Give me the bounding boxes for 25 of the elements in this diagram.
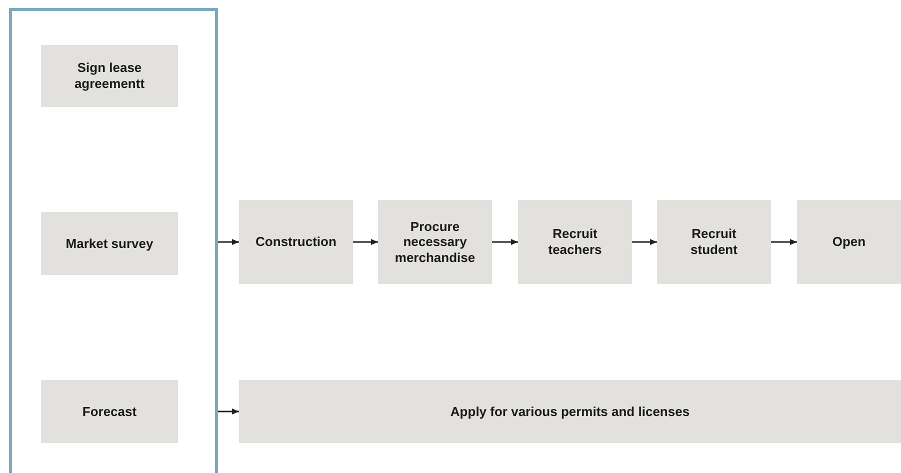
process-box (41, 212, 178, 275)
arrow (218, 239, 239, 245)
box-label: Market survey (64, 236, 154, 252)
box-label: Procure necessary merchandise (394, 218, 476, 266)
group-panel (9, 8, 218, 473)
process-box (378, 200, 492, 284)
box-label: Construction (254, 234, 338, 250)
arrow (353, 239, 378, 245)
process-box (41, 45, 178, 107)
process-box (239, 380, 901, 443)
box-label: Recruit student (690, 226, 738, 258)
process-box (518, 200, 632, 284)
box-label: Sign lease agreementt (73, 60, 146, 92)
box-label: Recruit teachers (547, 226, 603, 258)
process-box (657, 200, 771, 284)
arrow (771, 239, 797, 245)
arrow (632, 239, 657, 245)
box-label: Apply for various permits and licenses (449, 404, 691, 420)
arrow (218, 408, 239, 414)
box-label: Forecast (81, 404, 138, 420)
process-box (797, 200, 901, 284)
process-box (239, 200, 353, 284)
arrow (492, 239, 518, 245)
process-box (41, 380, 178, 443)
box-label: Open (831, 234, 867, 250)
